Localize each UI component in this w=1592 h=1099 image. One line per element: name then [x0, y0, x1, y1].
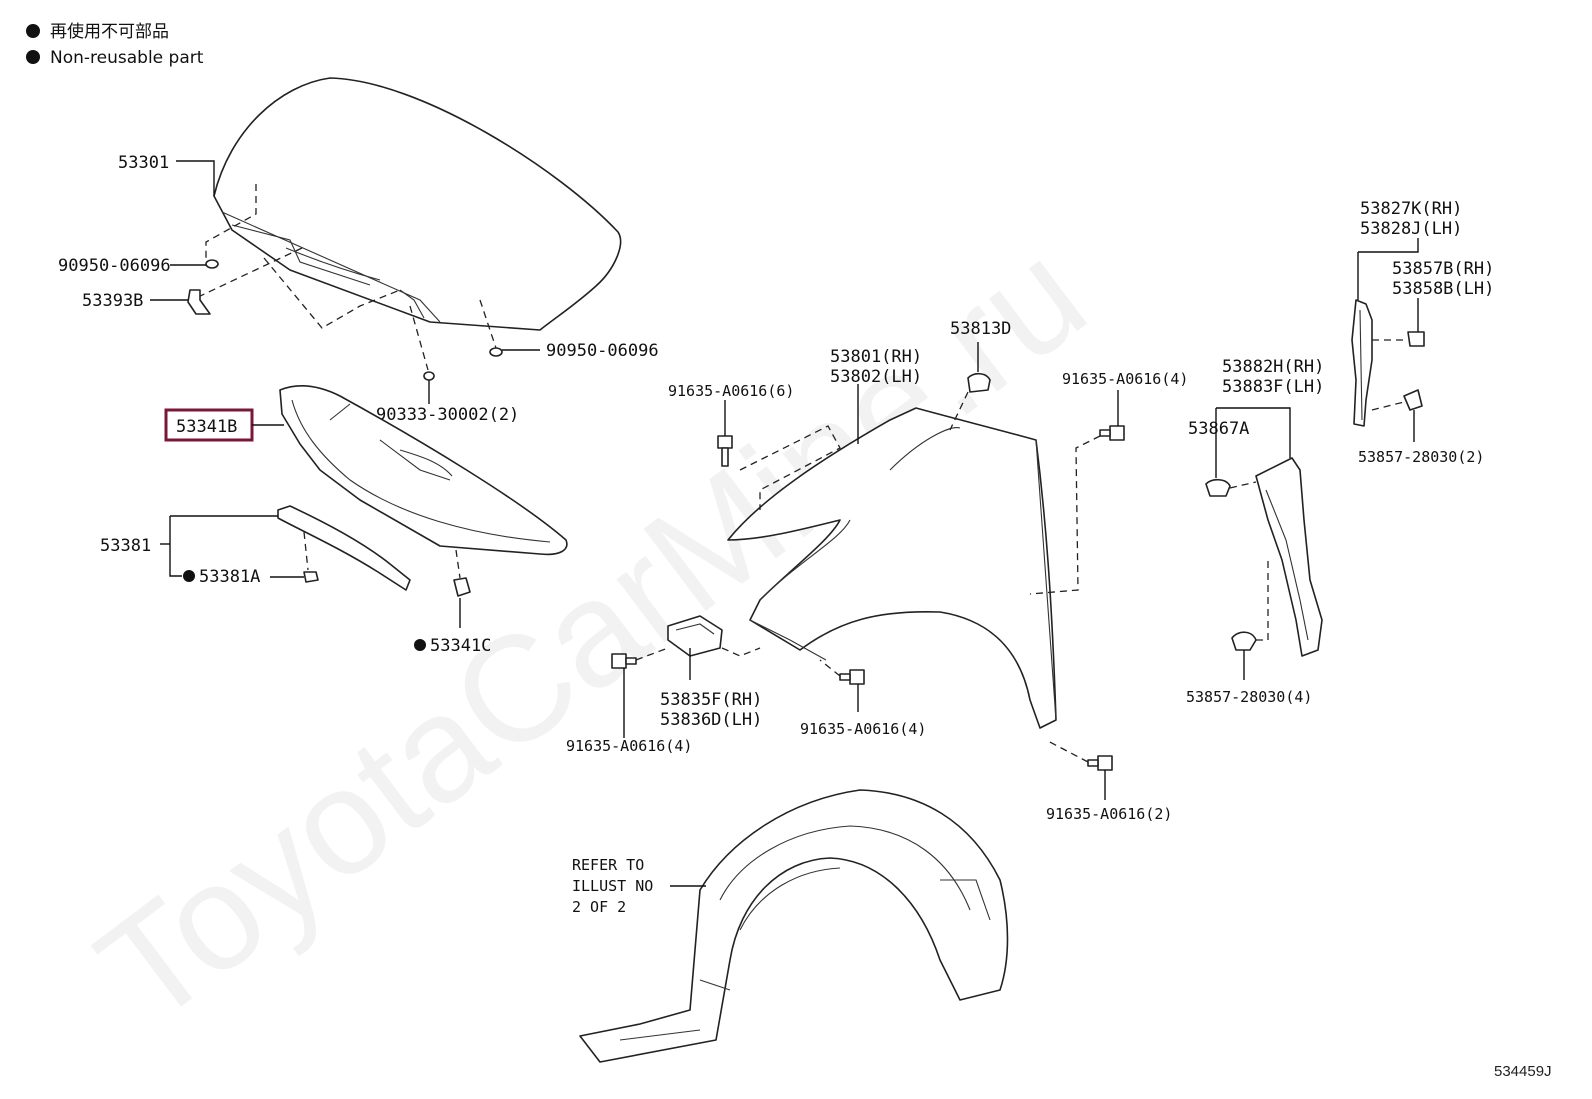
clip-53867a[interactable] [1205, 478, 1231, 497]
label-53301: 53301 [118, 153, 169, 173]
label-53381a: 53381A [199, 567, 260, 587]
legend-jp-text: 再使用不可部品 [50, 21, 169, 42]
insulator-clip-53341c[interactable] [453, 577, 471, 597]
clip-53857-28030-4[interactable] [1231, 631, 1257, 651]
label-53835f: 53835F(RH) [660, 690, 762, 710]
refer-note-line-2: ILLUST NO [572, 877, 653, 895]
label-53802: 53802(LH) [830, 367, 922, 387]
clip-53857-28030-2[interactable] [1403, 389, 1423, 411]
non-reusable-marker-53341c [414, 639, 426, 651]
seal-clip-53381a[interactable] [303, 571, 319, 583]
label-53858b: 53858B(LH) [1392, 279, 1494, 299]
label-53341c: 53341C [430, 636, 491, 656]
fender-seal-53882h[interactable] [1255, 457, 1323, 657]
refer-note-line-3: 2 OF 2 [572, 898, 626, 916]
label-53827k: 53827K(RH) [1360, 199, 1462, 219]
label-91635-a0616-2: 91635-A0616(2) [1046, 805, 1172, 823]
bolt-91635-4-left[interactable] [611, 653, 637, 669]
hood-clip-53393b[interactable] [187, 289, 211, 315]
hood-seal-53381[interactable] [277, 505, 411, 591]
bolt-91635-4-top[interactable] [1099, 425, 1125, 441]
fender-seal-53827k[interactable] [1351, 299, 1373, 427]
bolt-91635-6[interactable] [717, 435, 733, 467]
label-53801: 53801(RH) [830, 347, 922, 367]
fender-bracket-53835f[interactable] [667, 615, 723, 657]
legend-marker-en [26, 50, 40, 64]
catalog-number: 534459J [1494, 1063, 1552, 1080]
refer-note-line-1: REFER TO [572, 856, 644, 874]
bolt-91635-2[interactable] [1087, 755, 1113, 771]
label-91635-a0616-4-top: 91635-A0616(4) [1062, 370, 1188, 388]
label-53813d: 53813D [950, 319, 1011, 339]
label-53828j: 53828J(LH) [1360, 219, 1462, 239]
hood-clip-90333[interactable] [423, 371, 435, 381]
label-53381: 53381 [100, 536, 151, 556]
label-90950-06096-left: 90950-06096 [58, 256, 171, 276]
legend-en-text: Non-reusable part [50, 48, 204, 68]
label-91635-a0616-4-left: 91635-A0616(4) [566, 737, 692, 755]
hood-cushion-left[interactable] [205, 259, 219, 269]
hood-panel[interactable] [213, 77, 622, 331]
label-53836d: 53836D(LH) [660, 710, 762, 730]
bolt-91635-4-mid[interactable] [839, 669, 865, 685]
clip-53857b[interactable] [1407, 331, 1425, 347]
hood-cushion-right[interactable] [489, 347, 503, 357]
label-53883f: 53883F(LH) [1222, 377, 1324, 397]
fender-liner[interactable] [579, 789, 1009, 1063]
label-91635-a0616-4-mid: 91635-A0616(4) [800, 720, 926, 738]
label-53867a: 53867A [1188, 419, 1249, 439]
non-reusable-marker-53381a [183, 570, 195, 582]
legend-marker-jp [26, 24, 40, 38]
label-53341b[interactable]: 53341B [176, 417, 237, 437]
fender-plug-53813d[interactable] [967, 372, 991, 393]
label-53882h: 53882H(RH) [1222, 357, 1324, 377]
label-90333-30002: 90333-30002(2) [376, 405, 519, 425]
label-53857b: 53857B(RH) [1392, 259, 1494, 279]
label-91635-a0616-6: 91635-A0616(6) [668, 382, 794, 400]
label-53393b: 53393B [82, 291, 143, 311]
label-90950-06096-right: 90950-06096 [546, 341, 659, 361]
hood-insulator-pad[interactable] [279, 384, 568, 556]
label-53857-28030-2: 53857-28030(2) [1358, 448, 1484, 466]
label-53857-28030-4: 53857-28030(4) [1186, 688, 1312, 706]
front-fender-panel[interactable] [727, 407, 1057, 729]
